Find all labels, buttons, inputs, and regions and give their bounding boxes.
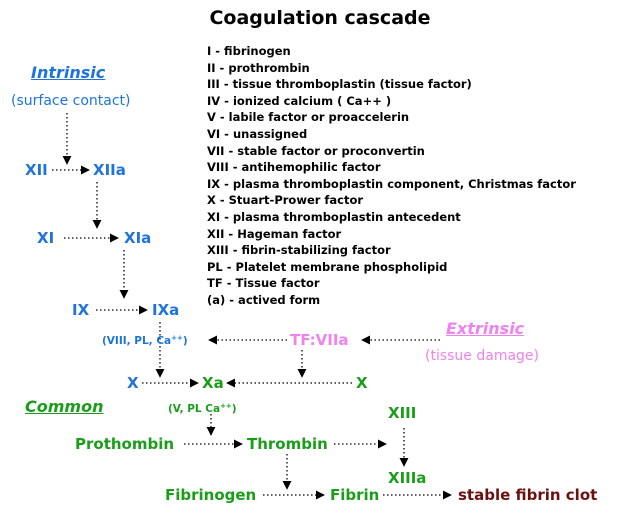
legend-item: VI - unassigned xyxy=(207,126,308,141)
fibrin-node: Fibrin xyxy=(330,486,380,504)
fibrinogen-node: Fibrinogen xyxy=(165,486,257,504)
factor-ixa: IXa xyxy=(152,301,180,319)
legend-item: X - Stuart-Prower factor xyxy=(207,193,364,208)
factor-legend: I - fibrinogen II - prothrombin III - ti… xyxy=(207,43,576,309)
intrinsic-subtitle: (surface contact) xyxy=(11,93,131,109)
factor-xii: XII xyxy=(25,161,48,179)
thrombin-node: Thrombin xyxy=(247,435,328,453)
common-cofactors: (V, PL Ca++) xyxy=(168,402,237,415)
legend-item: V - labile factor or proaccelerin xyxy=(207,110,410,125)
factor-xiii: XIII xyxy=(388,404,417,422)
extrinsic-header: Extrinsic xyxy=(446,319,525,338)
common-header: Common xyxy=(25,397,104,416)
legend-item: TF - Tissue factor xyxy=(207,276,320,291)
legend-item: IV - ionized calcium ( Ca++ ) xyxy=(207,93,392,108)
legend-item: III - tissue thromboplastin (tissue fact… xyxy=(207,77,472,92)
legend-item: PL - Platelet membrane phospholipid xyxy=(207,259,448,274)
intrinsic-header: Intrinsic xyxy=(31,63,106,82)
legend-item: XI - plasma thromboplastin antecedent xyxy=(207,209,461,224)
tf-viia-complex: TF:VIIa xyxy=(290,331,349,349)
legend-item: II - prothrombin xyxy=(207,60,310,75)
extrinsic-subtitle: (tissue damage) xyxy=(425,348,540,364)
stable-fibrin-clot: stable fibrin clot xyxy=(458,486,598,504)
legend-item: VII - stable factor or proconvertin xyxy=(207,143,425,158)
legend-item: IX - plasma thromboplastin component, Ch… xyxy=(207,176,576,191)
legend-item: (a) - actived form xyxy=(207,292,321,307)
legend-item: XII - Hageman factor xyxy=(207,226,342,241)
factor-xa: Xa xyxy=(202,374,224,392)
factor-x-extrinsic: X xyxy=(356,374,368,392)
legend-item: I - fibrinogen xyxy=(207,44,291,58)
legend-item: VIII - antihemophilic factor xyxy=(207,160,381,175)
factor-xi: XI xyxy=(37,229,55,247)
factor-x-intrinsic: X xyxy=(127,374,139,392)
factor-xiia: XIIa xyxy=(93,161,126,179)
factor-xiiia: XIIIa xyxy=(388,469,427,487)
prothombin-node: Prothombin xyxy=(75,435,175,453)
intrinsic-cofactors: (VIII, PL, Ca++) xyxy=(102,334,188,347)
factor-ix: IX xyxy=(72,301,90,319)
legend-item: XIII - fibrin-stabilizing factor xyxy=(207,243,391,258)
factor-xia: XIa xyxy=(124,229,152,247)
page-title: Coagulation cascade xyxy=(209,7,431,29)
